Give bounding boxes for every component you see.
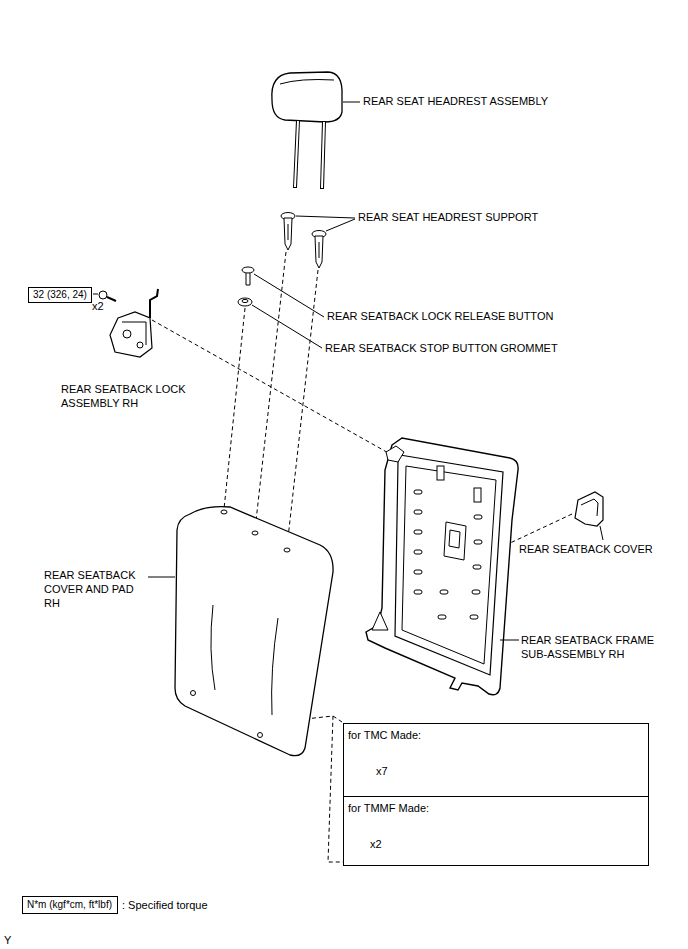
frame-hole — [414, 590, 422, 594]
frame-hole — [474, 515, 482, 519]
leader-line — [296, 216, 355, 218]
frame-latch — [386, 446, 404, 462]
seatback-lock — [137, 342, 143, 348]
assembly-line — [508, 514, 572, 544]
frame-post — [437, 466, 444, 480]
corner-mark: Y — [4, 934, 11, 948]
frame-opening — [444, 522, 466, 560]
frame-hole — [470, 615, 478, 619]
frame-hole — [414, 530, 422, 534]
frame-hole — [414, 490, 422, 494]
box-text: for TMMF Made: — [348, 802, 429, 815]
bolt — [107, 297, 116, 301]
assembly-line — [333, 716, 342, 722]
frame-post — [474, 488, 481, 502]
frame-hole — [414, 570, 422, 574]
headrest-stay — [322, 122, 324, 188]
headrest-support — [284, 218, 292, 250]
assembly-line — [305, 716, 343, 862]
torque-box: 32 (326, 24) — [28, 287, 92, 303]
quantity-label: x2 — [92, 300, 104, 314]
headrest-support — [315, 236, 323, 268]
quantity-label: x7 — [376, 765, 388, 778]
part-name: REAR SEATBACK LOCK ASSEMBLY RH — [61, 383, 211, 411]
cover-and-pad — [175, 507, 333, 756]
support-slit — [319, 242, 320, 258]
seatback-lock — [110, 312, 152, 357]
cover-hole — [221, 510, 227, 514]
assembly-line — [287, 270, 318, 547]
release-button — [246, 273, 250, 285]
part-name: REAR SEATBACK STOP BUTTON GROMMET — [325, 342, 558, 356]
headrest — [272, 72, 342, 122]
leader-line — [93, 294, 98, 295]
assembly-line — [224, 308, 245, 509]
cover-hole — [191, 691, 196, 696]
support-slit — [288, 224, 289, 240]
seatback-frame — [366, 438, 518, 695]
headrest-stay — [322, 121, 324, 189]
legend-sample-box: N*m (kgf*cm, ft*lbf) — [22, 896, 118, 914]
frame-hole — [440, 590, 448, 594]
leader-line — [600, 526, 603, 540]
bolt — [99, 291, 107, 299]
frame-hole — [414, 550, 422, 554]
cover-hole — [252, 531, 258, 535]
leader-line — [254, 274, 324, 317]
variant-cell: for TMMF Made: x2 — [343, 796, 649, 866]
variant-cell: for TMC Made: x7 — [343, 723, 649, 797]
frame-hole — [414, 510, 422, 514]
part-name: REAR SEATBACK COVER AND PAD RH — [44, 569, 144, 610]
seatback-frame — [402, 466, 496, 664]
part-name: REAR SEAT HEADREST SUPPORT — [358, 211, 538, 225]
leader-line — [500, 640, 519, 641]
leader-line — [148, 577, 175, 578]
frame-hole — [473, 565, 481, 569]
assembly-line — [255, 252, 286, 530]
box-text: N*m (kgf*cm, ft*lbf) — [27, 899, 113, 911]
seatback-lock — [122, 322, 146, 345]
box-text: for TMC Made: — [348, 729, 421, 742]
seatback-cover-part — [581, 499, 598, 516]
box-text: 32 (326, 24) — [33, 289, 87, 301]
frame-hole — [474, 540, 482, 544]
frame-bracket — [372, 612, 388, 630]
grommet — [238, 298, 252, 306]
frame-holes — [414, 490, 482, 619]
release-button — [242, 267, 254, 273]
leader-line — [343, 102, 360, 103]
frame-hole — [472, 590, 480, 594]
cover-hole — [284, 548, 290, 552]
seatback-lock — [123, 330, 131, 338]
quantity-label: x2 — [370, 838, 382, 851]
assembly-line — [152, 320, 392, 455]
legend-entry: : Specified torque — [122, 899, 208, 911]
leader-line — [326, 219, 355, 231]
seatback-lock — [150, 289, 158, 318]
headrest-stay — [295, 121, 298, 187]
headrest-stay — [295, 120, 298, 188]
grommet — [242, 299, 248, 302]
frame-opening — [449, 530, 460, 548]
seatback-cover-part — [575, 492, 603, 526]
headrest-seam — [280, 80, 334, 85]
frame-hole — [438, 615, 446, 619]
part-name: REAR SEATBACK FRAME SUB-ASSEMBLY RH — [521, 634, 671, 662]
legend-text: : Specified torque — [122, 899, 208, 911]
cover-seam — [272, 618, 278, 715]
part-name: REAR SEATBACK LOCK RELEASE BUTTON — [327, 310, 553, 324]
cover-hole — [258, 733, 263, 738]
cover-seam — [211, 605, 215, 690]
part-name: REAR SEATBACK COVER — [519, 543, 653, 557]
seatback-frame — [395, 455, 503, 675]
part-name: REAR SEAT HEADREST ASSEMBLY — [363, 95, 548, 109]
